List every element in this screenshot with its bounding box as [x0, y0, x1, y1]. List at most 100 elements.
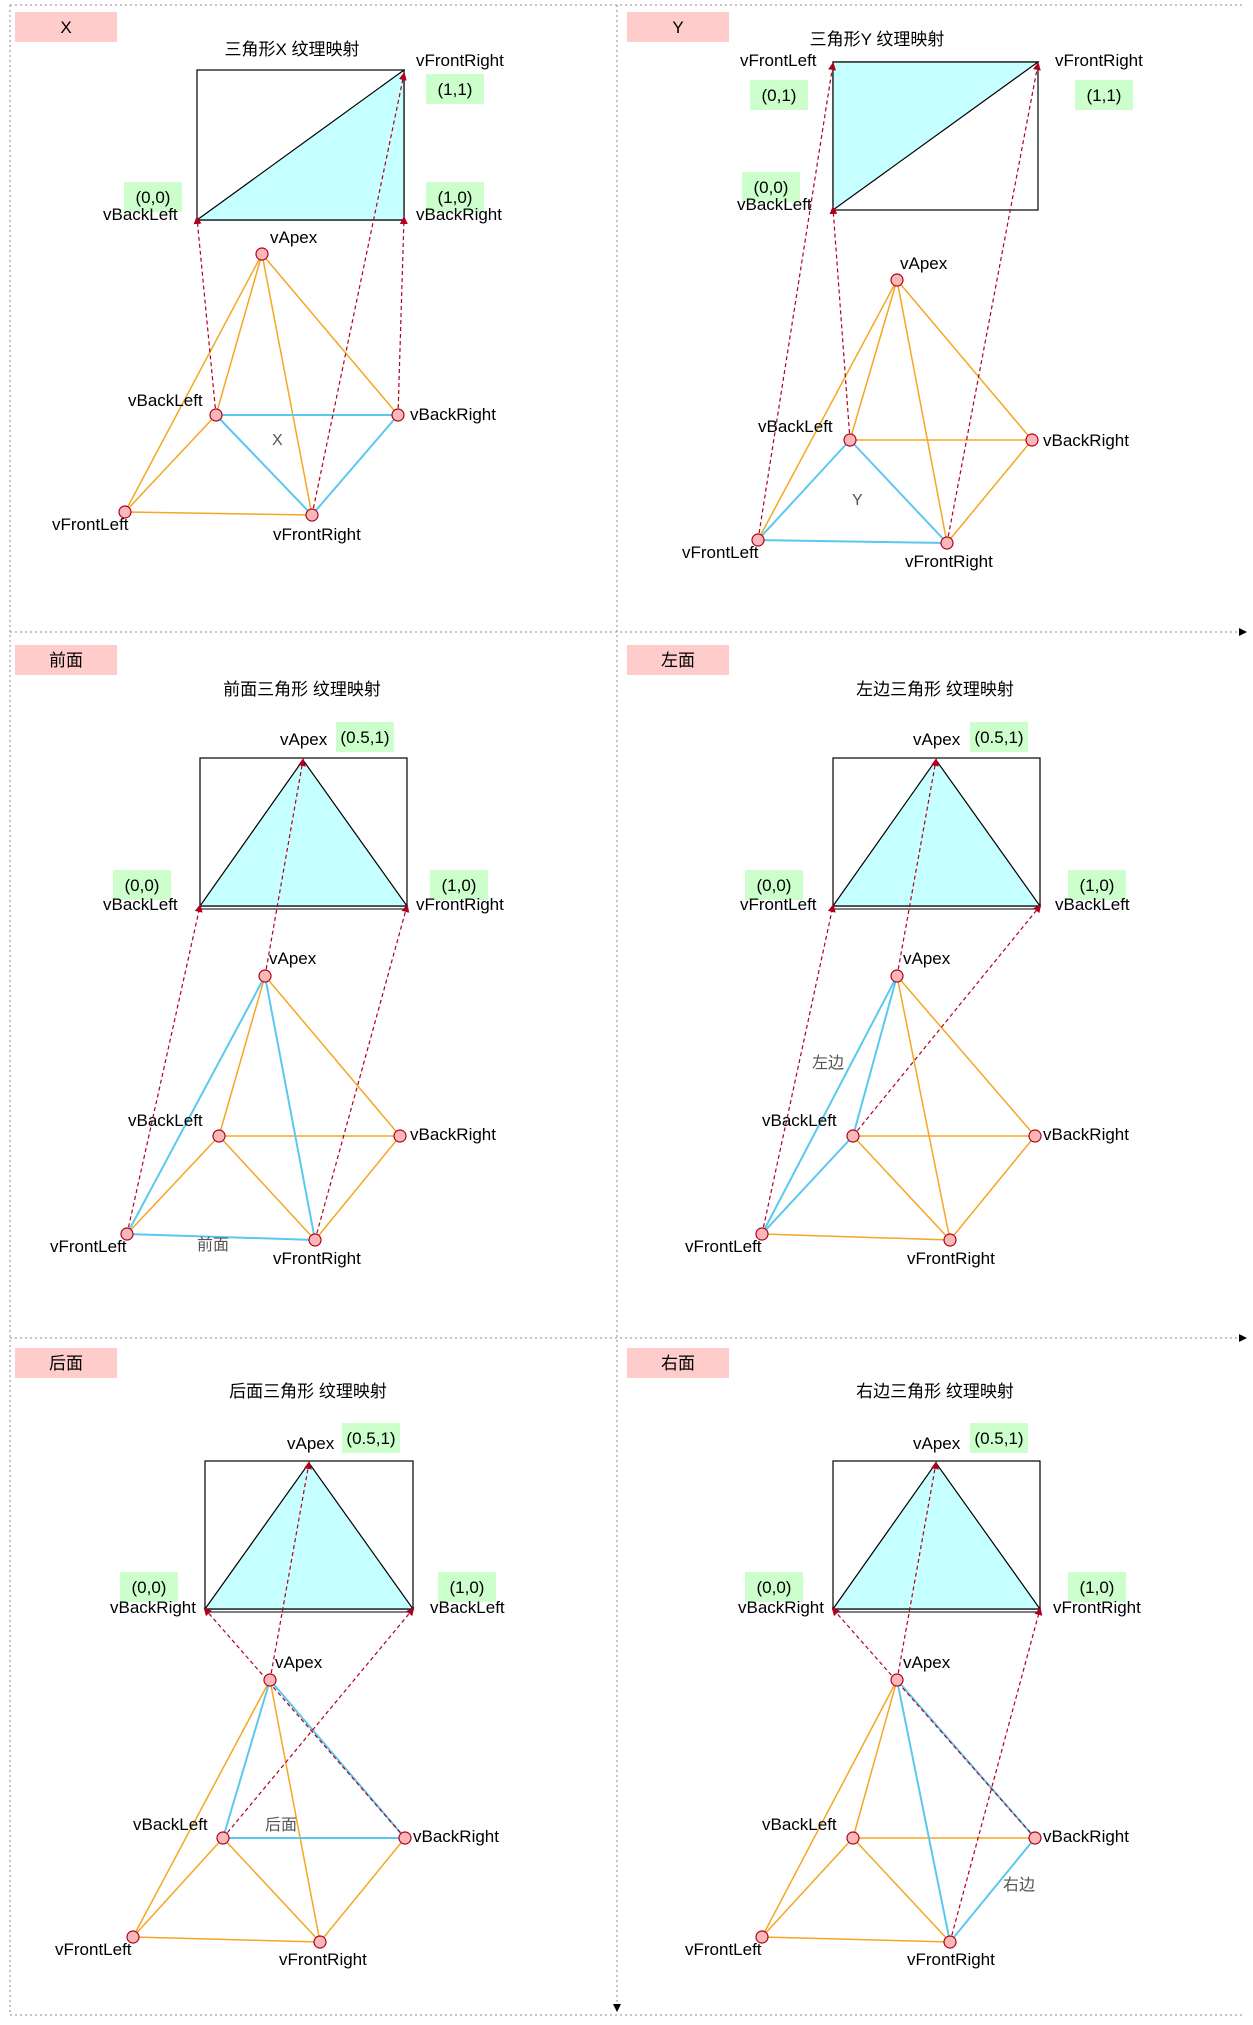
edge-bl-fr [218, 1135, 316, 1241]
pyramid-edges [124, 253, 399, 516]
panel-title: 右边三角形 纹理映射 [856, 1382, 1014, 1401]
edge-br-fr [319, 1837, 406, 1943]
mapping-arrow-fr [314, 904, 410, 1241]
mapping-arrow-apex [896, 758, 939, 977]
uv-badge [426, 74, 484, 104]
texture-triangle [198, 758, 409, 907]
face-edge-apex-fr [264, 975, 316, 1241]
vertex-apex [263, 1673, 277, 1687]
panel-tag: X [15, 12, 117, 42]
vertex-label-back_right: vBackRight [1043, 1125, 1129, 1144]
vertex-front_right [943, 1233, 957, 1247]
face-edge-bl-fl [757, 439, 851, 541]
edge-fl-fr [132, 1936, 321, 1943]
vertex-label-back_left: vBackLeft [128, 1111, 203, 1130]
uv-badge [426, 182, 484, 212]
vertex-label-back_right: vBackRight [1043, 1827, 1129, 1846]
panel-tag-label: 前面 [49, 651, 83, 670]
texture-triangle [831, 1461, 1042, 1610]
vertex-front_left [118, 505, 132, 519]
vertex-label-front_left: vFrontLeft [685, 1237, 762, 1256]
panel-tag-bg [627, 12, 729, 42]
panel-title: 三角形Y 纹理映射 [810, 30, 945, 49]
panel-x: X 三角形X 纹理映射 vApexvBackLeftvBackRightvFront… [15, 12, 504, 544]
vertex-front_right [305, 508, 319, 522]
face-edge-br-fr [949, 1837, 1036, 1943]
panel-tag-bg [15, 1348, 117, 1378]
uv-badge [342, 1423, 400, 1453]
uv-vertex-name: vApex [280, 730, 328, 749]
uv-coordinate: (0.5,1) [974, 1429, 1023, 1448]
edge-apex-br [261, 253, 399, 416]
uv-badge [120, 1572, 178, 1602]
uv-vertex-name: vFrontRight [416, 51, 504, 70]
uv-labels: (1,1)vFrontRight(0,0)vBackLeft(1,0)vBack… [103, 51, 504, 224]
vertex-label-back_left: vBackLeft [758, 417, 833, 436]
uv-badge [430, 870, 488, 900]
uv-vertex-name: vFrontRight [416, 895, 504, 914]
panel-tag-label: X [60, 18, 71, 37]
edge-apex-fl [124, 253, 263, 513]
uv-vertex-name: vBackLeft [737, 195, 812, 214]
uv-coordinate: (1,0) [1080, 1578, 1115, 1597]
uv-coordinate: (0,0) [125, 876, 160, 895]
panel-tag-label: 后面 [49, 1354, 83, 1373]
uv-badge [438, 1572, 496, 1602]
edge-bl-fl [761, 1837, 854, 1938]
panel-tag: 右面 [627, 1348, 729, 1378]
uv-badge [113, 870, 171, 900]
vertex-label-back_left: vBackLeft [762, 1815, 837, 1834]
edge-br-fr [946, 439, 1033, 544]
uv-coordinate: (0,0) [754, 178, 789, 197]
edge-br-fr [949, 1135, 1036, 1241]
panel-tag-label: 右面 [661, 1354, 695, 1373]
pyramid-edges [126, 975, 401, 1241]
vertex-label-front_left: vFrontLeft [55, 1940, 132, 1959]
edge-bl-fl [124, 414, 217, 513]
uv-coordinate: (1,0) [450, 1578, 485, 1597]
vertex-back_right [398, 1831, 412, 1845]
vertex-label-front_left: vFrontLeft [682, 543, 759, 562]
uv-badge [124, 182, 182, 212]
face-edge-br-fr [311, 414, 399, 516]
edge-fl-fr [761, 1233, 951, 1241]
texture-triangle [831, 758, 1042, 907]
vertex-back_right [393, 1129, 407, 1143]
face-edge-bl-fr [215, 414, 313, 516]
page-dividers [9, 4, 1247, 2016]
uv-vertex-name: vBackRight [110, 1598, 196, 1617]
pyramid-vertices: vApexvBackLeftvBackRightvFrontLeftvFront… [685, 949, 1129, 1268]
vertex-front_left [126, 1930, 140, 1944]
uv-vertex-name: vApex [287, 1434, 335, 1453]
mapping-arrow-br [203, 1607, 406, 1839]
mapping-arrow-br [397, 216, 408, 416]
panel-title: 三角形X 纹理映射 [224, 40, 359, 59]
pyramid-vertices: vApexvBackLeftvBackRightvFrontLeftvFront… [52, 228, 496, 544]
edge-apex-fr [896, 975, 951, 1241]
vertex-label-back_left: vBackLeft [128, 391, 203, 410]
edge-apex-br [896, 975, 1036, 1137]
mapping-arrow-fr [946, 62, 1041, 544]
uv-vertex-name: vBackLeft [103, 205, 178, 224]
pyramid-edges [761, 1679, 1036, 1943]
uv-labels: (0.5,1)vApex(0,0)vBackLeft(1,0)vFrontRig… [103, 722, 504, 914]
uv-vertex-name: vBackLeft [430, 1598, 505, 1617]
face-edge-apex-fl [126, 975, 266, 1235]
uv-badge [745, 870, 803, 900]
uv-coordinate: (0.5,1) [974, 728, 1023, 747]
mapping-arrow-apex [269, 1461, 312, 1681]
edge-apex-bl [852, 1679, 898, 1839]
uv-coordinate: (0,0) [132, 1578, 167, 1597]
uv-vertex-name: vBackRight [738, 1598, 824, 1617]
panel-tag: Y [627, 12, 729, 42]
vertex-back_right [1028, 1129, 1042, 1143]
face-edge-fl-fr [757, 539, 948, 544]
uv-mapping-arrows [193, 72, 408, 516]
texture-triangle [203, 1461, 415, 1610]
panel-tag-label: 左面 [661, 651, 695, 670]
edge-apex-bl [218, 975, 266, 1137]
